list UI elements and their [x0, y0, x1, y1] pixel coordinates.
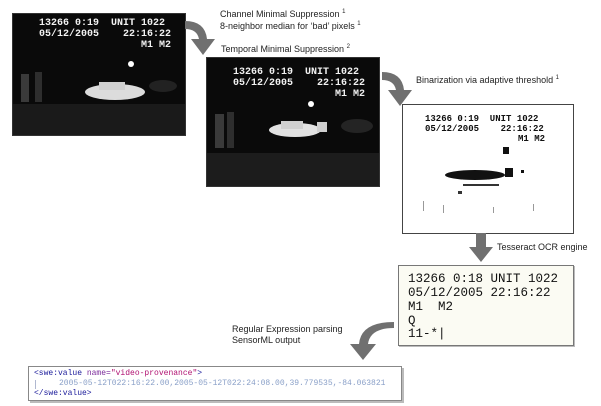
- arrow-4-icon: [350, 322, 394, 360]
- ocr-line-1: 13266 0:18 UNIT 1022: [408, 272, 559, 286]
- temporal-suppression-text: Temporal Minimal Suppression: [221, 44, 345, 54]
- xml-close-tag: </swe:value>: [34, 389, 92, 398]
- sensorml-output-box: <swe:value name="video-provenance"> 2005…: [28, 366, 402, 401]
- ocr-output-box: 13266 0:18 UNIT 1022 05/12/2005 22:16:22…: [398, 265, 574, 346]
- bin-osd-line-3: M1 M2: [518, 134, 546, 144]
- xml-attr-name: name=: [86, 369, 111, 378]
- bin-osd-line-2: 05/12/2005 22:16:22: [425, 124, 544, 134]
- suppressed-video-frame: 13266 0:19 UNIT 1022 05/12/2005 22:16:22…: [206, 57, 380, 187]
- xml-open-tag: <swe:value name="video-provenance">: [34, 369, 202, 379]
- ocr-line-3: M1 M2: [408, 300, 454, 314]
- xml-tag-start: <swe:value: [34, 369, 87, 378]
- osd-line-3: M1 M2: [335, 89, 366, 100]
- osd-line-1: 13266 0:19 UNIT 1022: [233, 67, 360, 78]
- binarization-text: Binarization via adaptive threshold: [416, 75, 554, 85]
- channel-suppression-label: Channel Minimal Suppression 1: [220, 7, 345, 20]
- xml-content: 2005-05-12T022:16:22.00,2005-05-12T022:2…: [59, 379, 386, 388]
- binarized-frame-scene: [403, 105, 573, 233]
- arrow-2-icon: [382, 72, 412, 106]
- raw-frame-scene: [13, 14, 185, 135]
- arrow-3-icon: [469, 233, 493, 262]
- ocr-line-2: 05/12/2005 22:16:22: [408, 286, 551, 300]
- binarization-label: Binarization via adaptive threshold 1: [416, 73, 559, 86]
- median-filter-text: 8-neighbor median for ‘bad’ pixels: [220, 21, 355, 31]
- binarized-frame: 13266 0:19 UNIT 1022 05/12/2005 22:16:22…: [402, 104, 574, 234]
- osd-line-1: 13266 0:19 UNIT 1022: [39, 18, 166, 29]
- temporal-suppression-label: Temporal Minimal Suppression 2: [221, 42, 350, 55]
- channel-suppression-ref: 1: [342, 9, 346, 15]
- median-filter-label: 8-neighbor median for ‘bad’ pixels 1: [220, 19, 361, 32]
- raw-video-frame: 13266 0:19 UNIT 1022 05/12/2005 22:16:22…: [12, 13, 186, 136]
- xml-gutter-line: [35, 380, 36, 389]
- osd-line-3: M1 M2: [141, 40, 172, 51]
- temporal-suppression-ref: 2: [346, 44, 350, 50]
- regex-label-2: SensorML output: [232, 335, 301, 345]
- ocr-line-4: Q: [408, 314, 416, 328]
- xml-tag-end: >: [197, 369, 203, 378]
- channel-suppression-text: Channel Minimal Suppression: [220, 9, 340, 19]
- xml-attr-value: "video-provenance": [110, 369, 198, 378]
- arrow-1-icon: [185, 21, 215, 55]
- osd-line-2: 05/12/2005 22:16:22: [39, 29, 172, 40]
- binarization-ref: 1: [555, 75, 559, 81]
- suppressed-frame-scene: [207, 58, 379, 186]
- regex-label-1: Regular Expression parsing: [232, 324, 343, 334]
- osd-line-2: 05/12/2005 22:16:22: [233, 78, 366, 89]
- ocr-line-5: 11-*|: [408, 327, 446, 341]
- bin-osd-line-1: 13266 0:19 UNIT 1022: [425, 114, 539, 124]
- ocr-engine-label: Tesseract OCR engine: [497, 242, 588, 252]
- median-filter-ref: 1: [357, 21, 361, 27]
